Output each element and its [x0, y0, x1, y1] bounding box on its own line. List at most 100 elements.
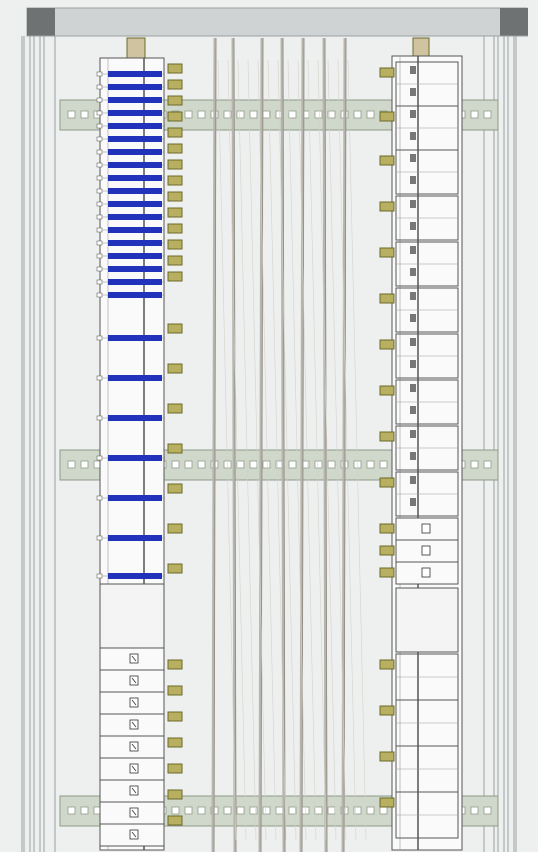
blue-busbar-strap — [108, 266, 162, 272]
section-indicator — [410, 88, 416, 96]
din-rail-hole — [327, 460, 336, 469]
blue-busbar-strap — [108, 71, 162, 77]
terminal-block — [167, 523, 183, 534]
strap-clip — [96, 415, 103, 421]
din-rail-hole — [288, 806, 297, 815]
strap-clip — [96, 110, 103, 116]
din-rail-hole — [184, 110, 193, 119]
blue-busbar-strap — [108, 279, 162, 285]
top-right-corner-block — [500, 8, 528, 36]
terminal-block — [379, 339, 395, 350]
strap-clip — [96, 214, 103, 220]
blue-busbar-strap — [108, 335, 162, 341]
blue-busbar-strap — [108, 97, 162, 103]
terminal-block — [379, 201, 395, 212]
terminal-block — [379, 659, 395, 670]
terminal-block — [379, 385, 395, 396]
din-rail-hole — [67, 806, 76, 815]
blue-busbar-strap — [108, 292, 162, 298]
blue-busbar-strap — [108, 136, 162, 142]
terminal-block — [379, 247, 395, 258]
din-rail-hole — [379, 460, 388, 469]
terminal-block — [167, 207, 183, 218]
cable-edge — [282, 37, 286, 852]
cable-thin — [227, 59, 247, 841]
blue-busbar-strap — [108, 175, 162, 181]
terminal-block — [167, 79, 183, 90]
section-indicator — [410, 498, 416, 506]
strap-clip — [96, 279, 103, 285]
terminal-block — [167, 159, 183, 170]
breaker-mark — [131, 721, 137, 728]
din-rail-hole — [197, 460, 206, 469]
terminal-block — [167, 763, 183, 774]
strap-clip — [96, 162, 103, 168]
blue-busbar-strap — [108, 240, 162, 246]
section-indicator — [410, 132, 416, 140]
din-rail-hole — [366, 806, 375, 815]
din-rail-hole — [275, 806, 284, 815]
blue-busbar-strap — [108, 84, 162, 90]
strap-clip — [96, 136, 103, 142]
din-rail-hole — [262, 460, 271, 469]
terminal-block — [167, 239, 183, 250]
strap-clip — [96, 266, 103, 272]
terminal-block — [167, 363, 183, 374]
cable-thin — [257, 59, 277, 841]
din-rail-hole — [171, 460, 180, 469]
cable — [322, 37, 328, 852]
terminal-block — [379, 155, 395, 166]
terminal-block — [167, 63, 183, 74]
terminal-block — [379, 751, 395, 762]
breaker-mark — [131, 809, 137, 816]
din-rail-hole — [184, 460, 193, 469]
terminal-block — [379, 293, 395, 304]
cable-thin — [307, 59, 327, 841]
strap-clip — [96, 201, 103, 207]
din-rail-hole — [249, 110, 258, 119]
cable-edge — [260, 37, 264, 852]
cable-thin — [267, 59, 287, 841]
din-rail-hole — [236, 110, 245, 119]
section-indicator — [410, 292, 416, 300]
terminal-block — [379, 431, 395, 442]
din-rail-hole — [80, 460, 89, 469]
cable-edge — [301, 37, 305, 852]
section-indicator — [410, 66, 416, 74]
terminal-block — [379, 705, 395, 716]
terminal-block — [167, 111, 183, 122]
blue-busbar-strap — [108, 375, 162, 381]
din-rail-hole — [353, 110, 362, 119]
breaker-toggle — [421, 523, 431, 534]
cable-edge — [233, 37, 237, 852]
terminal-block — [167, 789, 183, 800]
section-indicator — [410, 476, 416, 484]
din-rail-hole — [249, 460, 258, 469]
section-indicator — [410, 200, 416, 208]
breaker-toggle — [421, 545, 431, 556]
breaker-mark — [131, 765, 137, 772]
cable-bundle — [211, 37, 367, 852]
strap-clip — [96, 253, 103, 259]
breaker-mark — [131, 831, 137, 838]
din-rail-hole — [197, 806, 206, 815]
cable-thin — [317, 59, 337, 841]
blue-busbar-strap — [108, 123, 162, 129]
cable-edge — [213, 37, 217, 852]
strap-clip — [96, 188, 103, 194]
terminal-block — [167, 685, 183, 696]
din-rail-hole — [314, 110, 323, 119]
din-rail-hole — [80, 110, 89, 119]
blue-busbar-strap — [108, 415, 162, 421]
terminal-block — [167, 323, 183, 334]
cable-thin — [337, 59, 357, 841]
din-rail-hole — [366, 110, 375, 119]
din-rail-hole — [262, 806, 271, 815]
terminal-block — [167, 95, 183, 106]
section-indicator — [410, 222, 416, 230]
terminal-block — [167, 711, 183, 722]
section-indicator — [410, 154, 416, 162]
terminal-block — [167, 815, 183, 826]
section-indicator — [410, 110, 416, 118]
cable-thin — [277, 59, 297, 841]
